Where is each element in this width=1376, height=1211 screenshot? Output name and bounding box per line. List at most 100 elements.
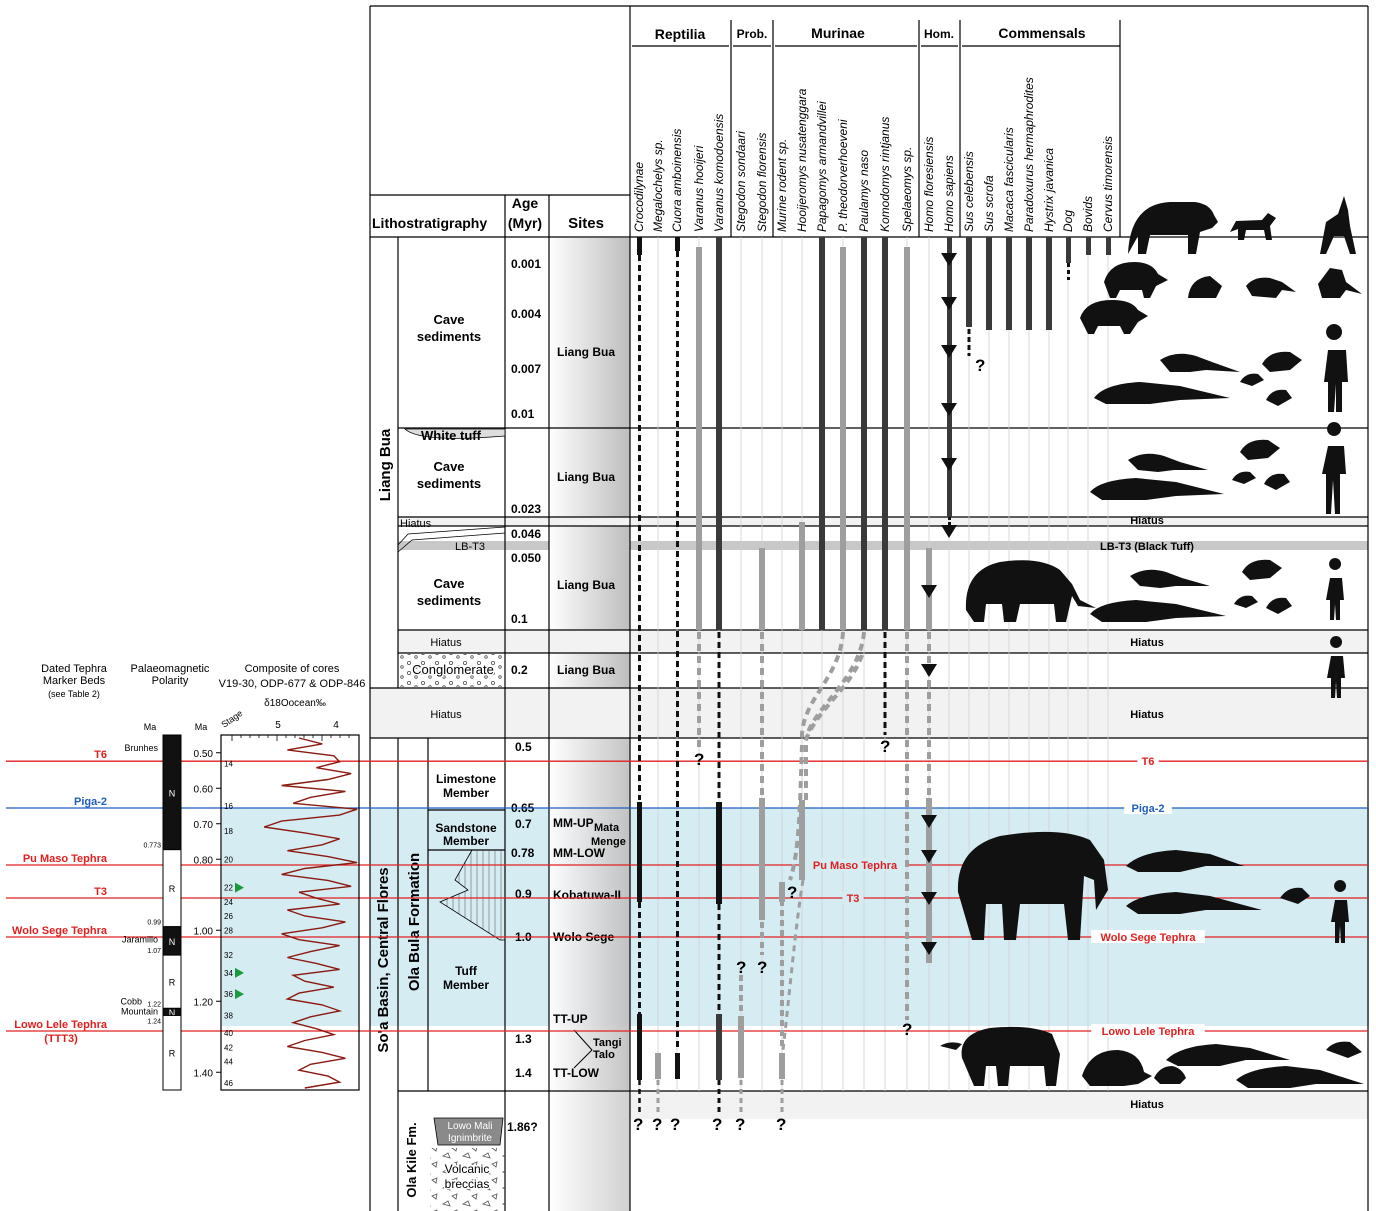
hiatus-small: Hiatus (400, 518, 432, 530)
liang-bua-vertical: Liang Bua (377, 428, 394, 501)
age-tick-label: 1.20 (194, 997, 214, 1008)
qm-b1: ? (633, 1115, 643, 1134)
polarity-state: R (169, 978, 176, 988)
polarity-header-2: Polarity (152, 675, 189, 687)
varanus-1 (1160, 353, 1240, 372)
stage-triangle (235, 967, 244, 978)
qm-b4: ? (712, 1115, 722, 1134)
sandstone-1: Sandstone (435, 821, 497, 835)
age-078: 0.78 (511, 846, 535, 860)
marker-label-right: T3 (847, 893, 860, 905)
komodo-5 (1126, 892, 1262, 914)
group-commensals: Commensals (998, 25, 1085, 41)
site-tt-low: TT-LOW (553, 1066, 600, 1080)
site-mata: Mata (594, 822, 620, 834)
sandstone-2: Member (443, 834, 489, 848)
tephra-header-2: Marker Beds (43, 675, 106, 687)
bar-p-theodorverhoeveni (840, 247, 846, 630)
bar-cervus (1106, 237, 1111, 255)
bar-spelaeomys (904, 247, 910, 630)
taxon-label: P. theodorverhoeveni (836, 119, 850, 232)
hiatus-band-4 (631, 1091, 1368, 1119)
breccia-pattern (430, 1148, 505, 1211)
stage-triangle (235, 989, 244, 1000)
site-lb2: Liang Bua (557, 470, 615, 484)
taxon-label: Varanus hooijeri (692, 145, 706, 232)
bar-stegodon-florensis-soa (759, 798, 765, 920)
qm-florensis: ? (757, 958, 767, 977)
deer-silhouette (1320, 196, 1356, 254)
cave-3a: Cave (433, 576, 464, 591)
bar-murine-rodent-kob (779, 882, 785, 902)
hiatus-mid: Hiatus (430, 709, 462, 721)
band-hiatus-4: Hiatus (1130, 1099, 1164, 1111)
volcanic-1: Volcanic (445, 1162, 490, 1176)
site-box-olakile (549, 1091, 630, 1211)
elephant-3 (940, 1026, 1060, 1086)
stage-number: 38 (224, 1011, 233, 1020)
rat-4 (1240, 439, 1280, 460)
formation-vertical: Ola Bula Formation (406, 853, 423, 991)
elephant-2 (957, 831, 1108, 940)
blue-band-main (370, 808, 1369, 1026)
header-age-1: Age (512, 195, 539, 211)
bar-dog (1066, 237, 1071, 263)
bar-hystrix (1046, 237, 1052, 330)
polarity-name: Cobb (120, 996, 142, 1006)
taxon-label: Varanus komodoensis (712, 114, 726, 232)
arrow-hf-2 (921, 664, 937, 677)
hiatus-band-3 (370, 688, 1368, 738)
site-lb1: Liang Bua (557, 345, 615, 359)
header-litho: Lithostratigraphy (372, 215, 487, 231)
bar-papagomys (819, 237, 825, 630)
komodo-4 (1126, 850, 1244, 872)
bar-hooijeromys-lb (799, 522, 805, 630)
dash-curves (788, 631, 866, 881)
taxon-label: Stegodon florensis (755, 133, 769, 232)
rat-6 (1264, 473, 1290, 490)
qm-murine: ? (787, 883, 797, 902)
rat-5 (1232, 471, 1256, 484)
bar-varanus-komodoensis (716, 237, 722, 630)
qm-b3: ? (670, 1115, 680, 1134)
stage-number: 40 (224, 1029, 233, 1038)
arrow-hf-4 (921, 850, 937, 863)
taxon-label: Cervus timorensis (1101, 136, 1115, 232)
komodo-7 (1236, 1066, 1364, 1088)
limestone-2: Member (443, 786, 489, 800)
taxon-label: Sus celebensis (962, 151, 976, 232)
polarity-name: Mountain (121, 1006, 158, 1016)
taxon-label: Stegodon sondaari (734, 131, 748, 232)
taxon-label: Dog (1061, 210, 1075, 232)
cores-header-1: Composite of cores (245, 663, 340, 675)
arrow-hf-5 (921, 892, 937, 905)
tortoise (1082, 1050, 1152, 1086)
homo-arrows (921, 253, 957, 955)
taxon-label: Bovids (1081, 196, 1095, 232)
stage-number: 20 (224, 855, 233, 864)
taxon-label: Paradoxurus hermaphrodites (1022, 77, 1036, 232)
taxon-label: Megalochelys sp. (651, 139, 665, 232)
site-talo: Talo (593, 1049, 615, 1061)
taxon-label: Homo sapiens (942, 155, 956, 232)
iso-tick-5: 5 (275, 720, 281, 731)
site-mm-up: MM-UP (553, 816, 594, 830)
age-tick-label: 0.60 (194, 784, 214, 795)
age-02: 0.2 (511, 663, 528, 677)
marker-label-bg (1091, 1024, 1205, 1037)
blue-band-left (222, 808, 359, 1026)
stage-number: 14 (224, 759, 233, 768)
boundary-age: 0.99 (147, 920, 161, 927)
qm-hooijeri: ? (694, 750, 704, 769)
left-panel: Dated Tephra Marker Beds (see Table 2) P… (41, 663, 365, 1091)
site-box-lb4 (549, 653, 630, 688)
arrow-hs-2 (941, 297, 957, 310)
bar-paulamys (861, 237, 867, 630)
bar-crocodilynae-soa (637, 802, 642, 902)
polarity-column: NBrunhesRNJaramilloRNCobbMountainR0.7730… (120, 734, 182, 1091)
stage-number: 16 (224, 802, 233, 811)
site-box-lb2 (549, 428, 630, 517)
marker-label-right: Lowo Lele Tephra (1102, 1026, 1196, 1038)
silhouettes (940, 196, 1364, 1088)
